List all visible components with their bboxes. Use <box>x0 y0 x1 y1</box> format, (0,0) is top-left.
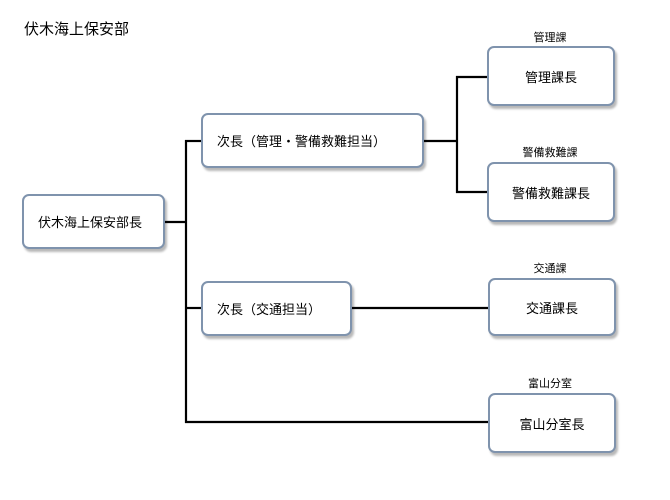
node-deputy-traffic-label: 次長（交通担当） <box>217 303 322 318</box>
dept-label-kotsu: 交通課 <box>533 262 567 275</box>
node-chief: 伏木海上保安部長 <box>22 194 165 249</box>
node-toyama-head: 富山分室長 <box>488 393 616 453</box>
node-deputy-traffic: 次長（交通担当） <box>201 281 352 336</box>
node-kanri-head: 管理課長 <box>487 46 615 106</box>
node-chief-label: 伏木海上保安部長 <box>38 216 143 231</box>
node-kotsu-head-label: 交通課長 <box>525 301 578 317</box>
node-deputy-admin: 次長（管理・警備救難担当） <box>201 113 424 168</box>
dept-label-toyama: 富山分室 <box>528 377 572 390</box>
node-deputy-admin-label: 次長（管理・警備救難担当） <box>217 135 387 150</box>
node-kotsu-head: 交通課長 <box>488 278 616 336</box>
dept-label-keibi: 警備救難課 <box>522 146 578 159</box>
node-keibi-head-label: 警備救難課長 <box>511 186 590 202</box>
dept-label-kanri: 管理課 <box>533 31 567 44</box>
node-toyama-head-label: 富山分室長 <box>519 417 585 433</box>
page-title: 伏木海上保安部 <box>24 20 130 38</box>
node-kanri-head-label: 管理課長 <box>524 70 577 86</box>
node-keibi-head: 警備救難課長 <box>487 162 615 222</box>
